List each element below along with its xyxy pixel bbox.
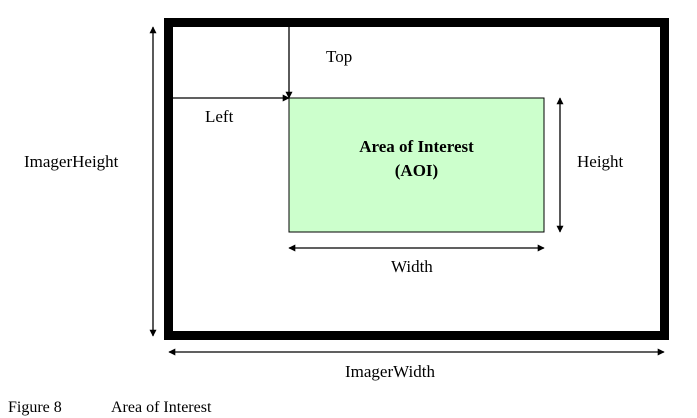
figure-number: Figure 8	[8, 399, 62, 416]
figure-caption: Area of Interest	[111, 399, 212, 416]
imager-width-label: ImagerWidth	[345, 362, 435, 381]
left-label: Left	[205, 107, 234, 126]
aoi-title-line1: Area of Interest	[359, 137, 474, 156]
top-label: Top	[326, 47, 353, 66]
imager-frame	[164, 18, 669, 340]
imager-height-label: ImagerHeight	[24, 152, 119, 171]
aoi-title: Area of Interest (AOI)	[289, 135, 544, 183]
aoi-rectangle	[288, 97, 545, 233]
height-label: Height	[577, 152, 624, 171]
width-label: Width	[391, 257, 433, 276]
aoi-title-line2: (AOI)	[394, 161, 439, 180]
